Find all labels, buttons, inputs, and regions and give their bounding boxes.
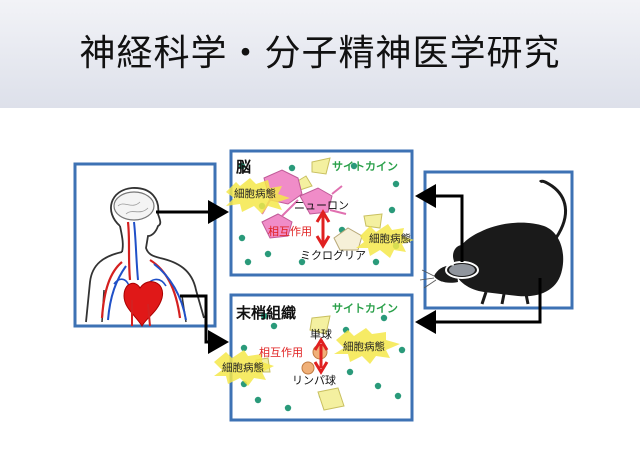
title-banner [0,0,640,108]
mouse-panel [419,170,574,310]
human-body-icon [85,187,205,328]
mouse-icon [419,179,568,305]
lymphocyte-icon [301,361,315,375]
brain-panel-content [226,157,414,266]
cytokine-blob [311,157,331,175]
brain-interaction-label: 相互作用 [268,225,312,238]
cytokine-blob [363,213,383,229]
pathology-burst-right [356,224,414,258]
cytokine-blob [317,387,345,411]
page-title: 神経科学・分子精神医学研究 [79,33,561,74]
peripheral-cytokine-label: サイトカイン [332,302,398,315]
flow-arrows [156,184,542,354]
pathology-burst-left [226,178,290,214]
peripheral-panel-content [214,312,406,412]
lymphocyte-label: リンパ球 [292,373,336,387]
peripheral-heading: 末梢組織 [236,304,296,322]
interaction-arrow [315,209,331,249]
brain-cytokine-label: サイトカイン [332,160,398,173]
arrow-human-to-peripheral [180,294,229,354]
peripheral-pathology-right-label: 細胞病態 [343,340,385,353]
cytokine-blob [309,315,331,335]
neuron-label: ニューロン [294,199,349,212]
peripheral-interaction-label: 相互作用 [259,346,303,359]
brain-heading: 脳 [236,158,251,176]
pathology-burst-right [334,328,400,364]
brain-pathology-left-label: 細胞病態 [234,187,276,200]
brain-pathology-right-label: 細胞病態 [369,232,411,245]
peripheral-pathology-left-label: 細胞病態 [222,361,264,374]
human-figure-panel [73,162,217,328]
arrow-mouse-to-brain [415,184,464,262]
microglia-label: ミクログリア [300,248,366,262]
monocyte-label: 単球 [310,327,332,341]
pathology-burst-left [214,350,274,386]
microglia-icon [333,227,363,251]
arrow-mouse-to-peripheral [415,278,542,334]
interaction-arrow [313,337,329,375]
